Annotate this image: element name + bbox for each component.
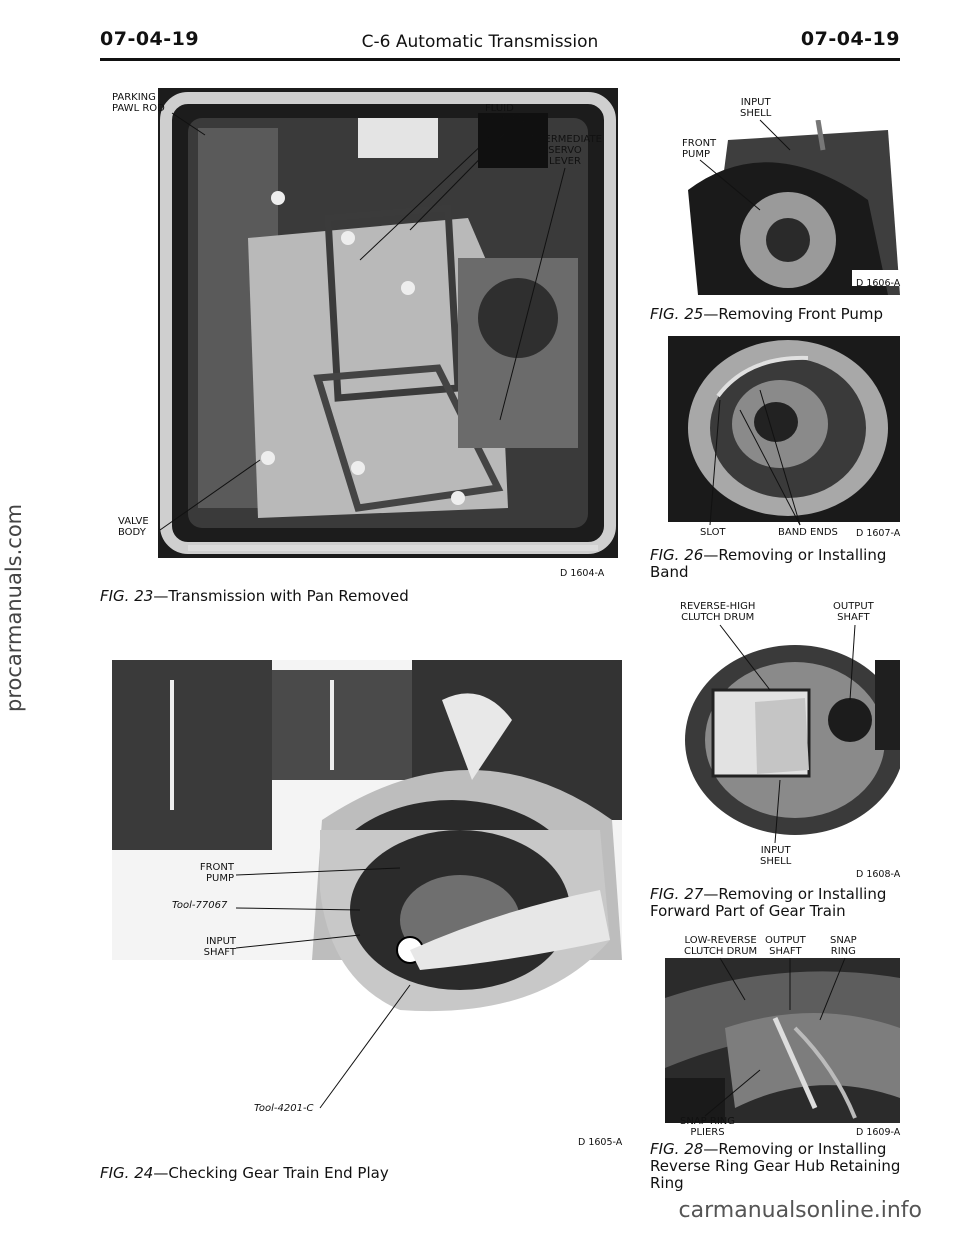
fig26-caption-text: —Removing or Installing Band — [650, 546, 887, 581]
fig24-label-input-shaft: INPUT SHAFT — [203, 936, 236, 958]
fig24-caption-text: —Checking Gear Train End Play — [153, 1164, 389, 1182]
fig25-caption: FIG. 25—Removing Front Pump — [650, 306, 900, 323]
fig27-label-output-shaft: OUTPUT SHAFT — [833, 601, 874, 623]
fig28-caption: FIG. 28—Removing or Installing Reverse R… — [650, 1141, 908, 1192]
fig28-number: FIG. 28 — [650, 1140, 704, 1158]
fig24-photo-lower — [300, 830, 620, 1020]
fig24-code: D 1605-A — [578, 1137, 623, 1148]
fig27-label-reverse-high: REVERSE-HIGH CLUTCH DRUM — [680, 601, 756, 623]
fig26-photo — [668, 336, 900, 522]
fig27-code: D 1608-A — [856, 869, 901, 880]
fig25-code: D 1606-A — [856, 278, 901, 289]
fig23-caption-text: —Transmission with Pan Removed — [153, 587, 409, 605]
fig28-label-snap-ring: SNAP RING — [830, 935, 857, 957]
page-number-right: 07-04-19 — [800, 28, 900, 50]
fig28-code: D 1609-A — [856, 1127, 901, 1138]
page-title: C-6 Automatic Transmission — [361, 32, 599, 52]
fig27-caption-text: —Removing or Installing Forward Part of … — [650, 885, 887, 920]
fig23-photo — [158, 88, 618, 558]
fig25-label-front-pump: FRONT PUMP — [682, 138, 717, 160]
fig27-caption: FIG. 27—Removing or Installing Forward P… — [650, 886, 905, 920]
fig28-photo — [665, 958, 900, 1123]
fig26-number: FIG. 26 — [650, 546, 704, 564]
fig27-number: FIG. 27 — [650, 885, 704, 903]
fig23-label-parking-pawl-rod: PARKING PAWL ROD — [112, 92, 165, 114]
fig28-label-low-reverse: LOW-REVERSE CLUTCH DRUM — [684, 935, 758, 957]
fig28-label-output-shaft: OUTPUT SHAFT — [765, 935, 806, 957]
fig27-photo — [665, 640, 900, 835]
fig25-photo — [668, 120, 900, 295]
fig24-label-tool-4201c: Tool-4201-C — [254, 1103, 314, 1114]
fig24-label-tool-77067: Tool-77067 — [172, 900, 228, 911]
header-rule — [100, 58, 900, 61]
fig23-label-intermediate-servo-lever: INTERMEDIATE SERVO LEVER — [528, 134, 602, 167]
fig23-label-fluid-screen: FLUID SCREEN — [485, 103, 526, 125]
fig24-number: FIG. 24 — [100, 1164, 154, 1182]
fig26-label-slot: SLOT — [700, 527, 726, 538]
fig28-label-snap-ring-pliers: SNAP RING PLIERS — [680, 1116, 736, 1138]
footer-watermark: carmanualsonline.info — [678, 1198, 922, 1223]
fig26-code: D 1607-A — [856, 528, 901, 539]
fig25-number: FIG. 25 — [650, 305, 704, 323]
fig23-label-valve-body: VALVE BODY — [118, 516, 149, 538]
fig28-caption-text: —Removing or Installing Reverse Ring Gea… — [650, 1140, 901, 1192]
fig26-label-band-ends: BAND ENDS — [778, 527, 838, 538]
fig24-label-front-pump: FRONT PUMP — [199, 862, 234, 884]
fig25-caption-text: —Removing Front Pump — [703, 305, 884, 323]
fig26-caption: FIG. 26—Removing or Installing Band — [650, 547, 900, 581]
fig23-number: FIG. 23 — [100, 587, 154, 605]
fig25-label-input-shell: INPUT SHELL — [740, 97, 772, 119]
fig27-label-input-shell: INPUT SHELL — [760, 845, 792, 867]
fig24-caption: FIG. 24—Checking Gear Train End Play — [100, 1165, 600, 1182]
fig23-code: D 1604-A — [560, 568, 605, 579]
page-number-left: 07-04-19 — [100, 28, 200, 50]
fig23-caption: FIG. 23—Transmission with Pan Removed — [100, 588, 600, 605]
